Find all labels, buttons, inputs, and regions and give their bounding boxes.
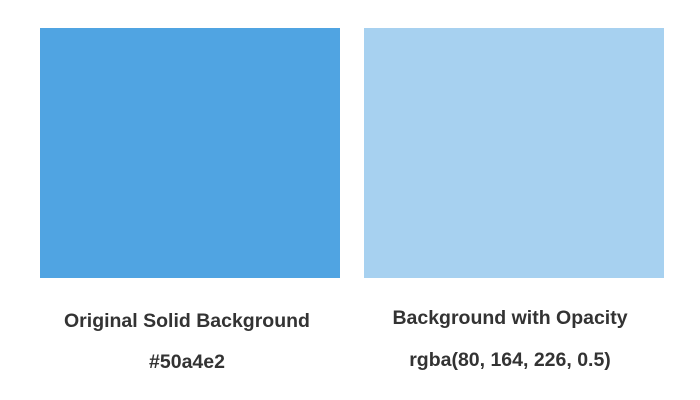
opacity-swatch-value: rgba(80, 164, 226, 0.5) <box>409 349 611 371</box>
solid-color-swatch <box>40 28 340 278</box>
solid-swatch-title: Original Solid Background <box>64 310 310 332</box>
opacity-swatch-title: Background with Opacity <box>392 307 628 329</box>
solid-swatch-value: #50a4e2 <box>149 351 225 373</box>
opacity-color-swatch <box>364 28 664 278</box>
